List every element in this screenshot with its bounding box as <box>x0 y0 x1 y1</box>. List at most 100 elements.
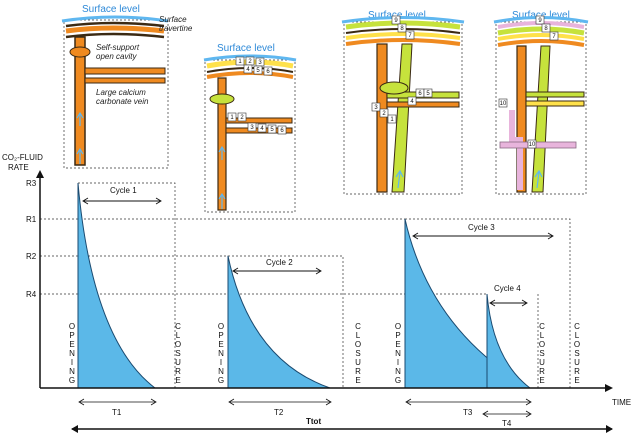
number-tag-box <box>541 23 551 33</box>
number-tag-box <box>243 64 253 74</box>
rate-label-r3: R3 <box>26 179 37 188</box>
number-tag-box <box>277 125 287 135</box>
panel-3-flow-arrow <box>395 169 404 189</box>
number-tag: 4 <box>260 126 264 132</box>
closure-letter: C <box>175 322 181 331</box>
number-tag-box <box>423 88 433 98</box>
panel-1-vein-sketch: Surface level Surface travertine Self-su… <box>61 4 193 169</box>
number-tag: 4 <box>410 99 414 105</box>
opening-letter: P <box>395 331 400 340</box>
panel-4-late-vein <box>509 110 523 190</box>
closure-letter: C <box>539 322 545 331</box>
number-tag-box <box>397 23 407 33</box>
number-tag: 8 <box>544 26 548 32</box>
t4-arrow <box>482 410 532 418</box>
number-tag: 6 <box>266 69 270 75</box>
closure-letter: O <box>175 340 181 349</box>
panel-2-flow-arrow <box>218 192 226 209</box>
rate-label-r1: R1 <box>26 215 37 224</box>
panel-1-sill <box>84 77 166 84</box>
opening-letter: N <box>395 367 401 376</box>
closure-letter: E <box>355 376 360 385</box>
t2-arrow <box>228 398 332 406</box>
opening-letter: N <box>218 367 224 376</box>
closure-letter: S <box>355 349 360 358</box>
x-axis-arrowhead <box>605 384 613 392</box>
number-tag: 5 <box>426 91 430 97</box>
closure-letter: L <box>356 331 361 340</box>
number-tag: 1 <box>390 117 394 123</box>
panel-2-band <box>206 71 294 79</box>
panel-1-travertine-band <box>65 25 165 34</box>
number-tag: 9 <box>394 18 398 24</box>
number-tag-box <box>535 15 545 25</box>
closure-letter: S <box>574 349 579 358</box>
self-support-label-2: open cavity <box>96 52 137 61</box>
number-tag-box <box>391 15 401 25</box>
number-tag: 9 <box>538 18 542 24</box>
panel-4-band <box>497 26 585 36</box>
number-tag: 2 <box>248 59 252 65</box>
number-tag: 6 <box>280 128 284 134</box>
number-tag-box <box>387 114 397 124</box>
closure-letter: S <box>539 349 544 358</box>
panel-1-surface-label: Surface level <box>82 4 140 15</box>
panel-2-surface-label: Surface level <box>217 43 275 54</box>
cycle-3-label: Cycle 3 <box>468 223 495 232</box>
panel-3-sill <box>386 101 460 108</box>
opening-letter: G <box>69 376 75 385</box>
closure-letter: U <box>175 358 181 367</box>
period-label-t1: T1 <box>112 408 122 417</box>
cycle-2-decay-area <box>227 255 331 389</box>
period-label-t4: T4 <box>502 419 512 428</box>
number-tag-box <box>253 65 263 75</box>
number-tag: 1 <box>230 115 234 121</box>
panel-4-sill <box>525 91 585 98</box>
y-axis-label-2: RATE <box>8 163 29 172</box>
y-axis-label-1: CO₂-FLUID <box>2 153 43 162</box>
cycle-3-decay-area <box>404 218 532 389</box>
closure-letter: L <box>176 331 181 340</box>
closure-letter: E <box>539 376 544 385</box>
period-label-t2: T2 <box>274 408 284 417</box>
panel-1-flow-arrow <box>76 147 84 164</box>
number-tag-box <box>527 139 537 149</box>
large-vein-label-1: Large calcium <box>96 88 146 97</box>
panel-3-band <box>345 32 461 40</box>
cycle-2-arrow <box>232 267 322 275</box>
panel-4-sill <box>525 100 585 107</box>
panel-1-sill <box>84 67 166 75</box>
closure-letter: O <box>574 340 580 349</box>
x-axis-label: TIME <box>612 398 631 407</box>
opening-letter: O <box>69 322 75 331</box>
number-tag-box <box>549 31 559 41</box>
closure-letter: U <box>355 358 361 367</box>
closure-letter: O <box>539 340 545 349</box>
closure-letter: R <box>539 367 545 376</box>
closure-letter: E <box>574 376 579 385</box>
opening-letter: G <box>395 376 401 385</box>
number-tag-box <box>237 112 247 122</box>
closure-letter: S <box>175 349 180 358</box>
opening-letter: I <box>71 358 73 367</box>
number-tag-box <box>257 123 267 133</box>
panel-3-frame <box>343 21 463 195</box>
panel-4-surface-label: Surface level <box>512 10 570 21</box>
panel-1-travertine-band <box>65 32 165 39</box>
number-tag-box <box>498 98 508 108</box>
opening-letter: I <box>397 358 399 367</box>
number-tag-box <box>263 66 273 76</box>
cycle-1-decay-area <box>77 182 157 389</box>
opening-letter: P <box>69 331 74 340</box>
number-tag: 4 <box>246 67 250 73</box>
opening-letter: N <box>69 367 75 376</box>
cycle-2-label: Cycle 2 <box>266 258 293 267</box>
number-tag: 8 <box>400 26 404 32</box>
panel-3-cavity <box>379 81 409 95</box>
panel-4-green-vein <box>531 45 551 193</box>
panel-2-cavity <box>209 93 235 105</box>
self-support-label-1: Self-support <box>96 43 140 52</box>
